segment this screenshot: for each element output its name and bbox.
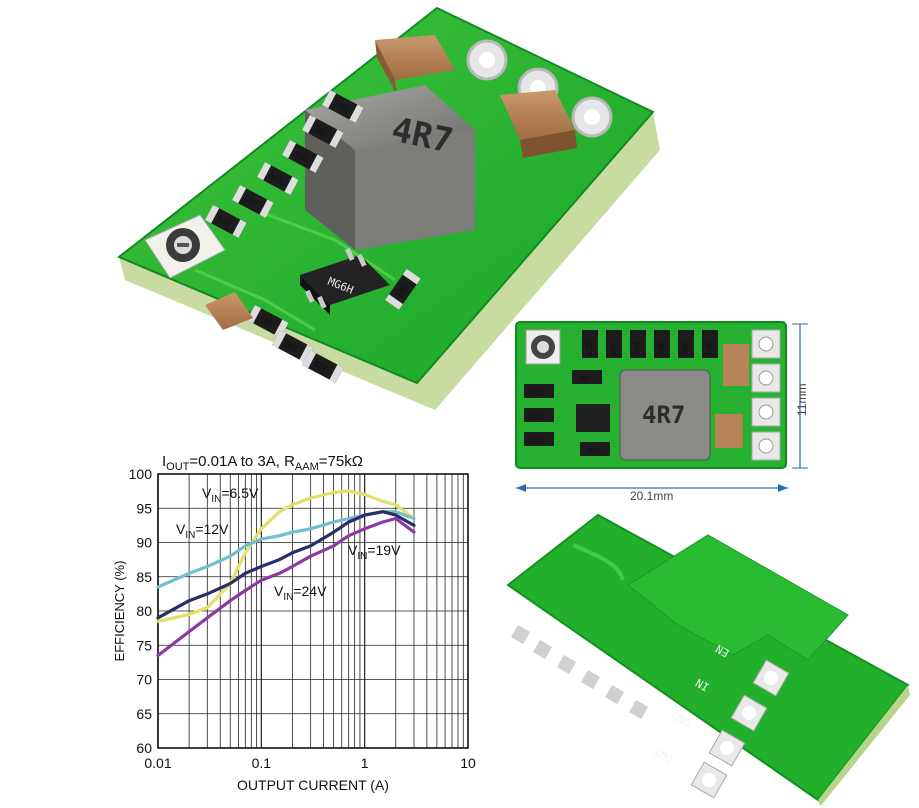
board-photo-top: 4R7 02D 85C 393 39E 30E 14E 30E 40E 30E …: [515, 321, 809, 469]
pads: [511, 625, 649, 720]
inductor-marking: 4R7: [642, 401, 685, 429]
height-label: 11mm: [795, 384, 809, 416]
chart-title: IOUT=0.01A to 3A, RAAM=75kΩ: [162, 453, 363, 473]
x-axis-ticks: 0.01 0.1 1 10: [144, 755, 476, 771]
svg-text:02D: 02D: [585, 341, 594, 356]
svg-text:85C: 85C: [609, 341, 618, 356]
series-line: [156, 510, 416, 620]
svg-text:40E: 40E: [529, 388, 544, 397]
inductor: 4R7: [305, 85, 475, 250]
plot-area: [157, 473, 469, 749]
pin-label-out: OUT: [651, 744, 675, 765]
series-label: VIN=12V: [176, 521, 229, 541]
svg-text:30E: 30E: [529, 412, 544, 421]
y-tick-label: 95: [136, 500, 152, 516]
trimmer-potentiometer[interactable]: [144, 214, 226, 279]
x-tick-label: 1: [361, 755, 369, 771]
resistor-array: 14E 30E 39E 393 85C 02D 30D 40E 30E 85B: [205, 90, 421, 383]
chart-grid: [157, 473, 468, 749]
efficiency-chart: IOUT=0.01A to 3A, RAAM=75kΩ 60 65 70 75 80 85…: [110, 438, 480, 808]
pin-label-in: IN: [694, 676, 712, 694]
y-tick-label: 100: [129, 466, 153, 482]
pin-label-en: EN: [714, 642, 732, 660]
y-tick-label: 75: [136, 637, 152, 653]
pin-holes: [751, 329, 781, 461]
svg-text:39E: 39E: [657, 341, 666, 356]
board-photo-back: EN IN GND OUT: [506, 513, 910, 805]
series-label: VIN=6.5V: [202, 485, 259, 505]
x-tick-label: 0.1: [252, 755, 272, 771]
capacitor: [375, 35, 455, 95]
capacitor: [715, 414, 743, 448]
svg-text:30E: 30E: [577, 374, 592, 383]
capacitor: [500, 90, 577, 158]
series-line: [156, 516, 416, 658]
ic-chip: MG6H: [300, 247, 390, 315]
board-photo-main: 4R7 MG6H 14E 30E 39E 393 85C 02D 30D 40E…: [117, 6, 660, 410]
x-axis-label: OUTPUT CURRENT (A): [237, 777, 389, 793]
capacitor: [205, 292, 253, 330]
series-label: VIN=24V: [274, 583, 327, 603]
width-label: 20.1mm: [630, 489, 673, 502]
resistor-array: 02D 85C 393 39E 30E 14E 30E 40E 30E 85B …: [524, 330, 718, 456]
inductor: 4R7: [619, 369, 711, 461]
series-line: [156, 489, 416, 623]
x-tick-label: 10: [460, 755, 476, 771]
capacitor: [723, 344, 749, 386]
width-dimension: 20.1mm: [516, 484, 788, 502]
y-tick-label: 80: [136, 603, 152, 619]
svg-text:14E: 14E: [705, 341, 714, 356]
height-dimension: [792, 323, 808, 469]
x-tick-label: 0.01: [144, 755, 171, 771]
y-tick-label: 90: [136, 535, 152, 551]
y-tick-label: 65: [136, 706, 152, 722]
ic-chip: [576, 404, 610, 432]
pcb-edge: [119, 112, 660, 410]
y-tick-label: 85: [136, 569, 152, 585]
svg-text:30D: 30D: [585, 446, 600, 455]
svg-text:85B: 85B: [529, 436, 544, 445]
series-label: VIN=19V: [348, 542, 401, 562]
y-tick-label: 70: [136, 672, 152, 688]
y-axis-ticks: 60 65 70 75 80 85 90 95 100: [129, 466, 153, 756]
svg-text:30E: 30E: [681, 341, 690, 356]
y-axis-label: EFFICIENCY (%): [112, 561, 127, 662]
y-tick-label: 60: [136, 740, 152, 756]
pin-holes: [690, 659, 790, 799]
svg-text:393: 393: [633, 341, 642, 356]
trimmer-potentiometer[interactable]: [525, 329, 561, 365]
